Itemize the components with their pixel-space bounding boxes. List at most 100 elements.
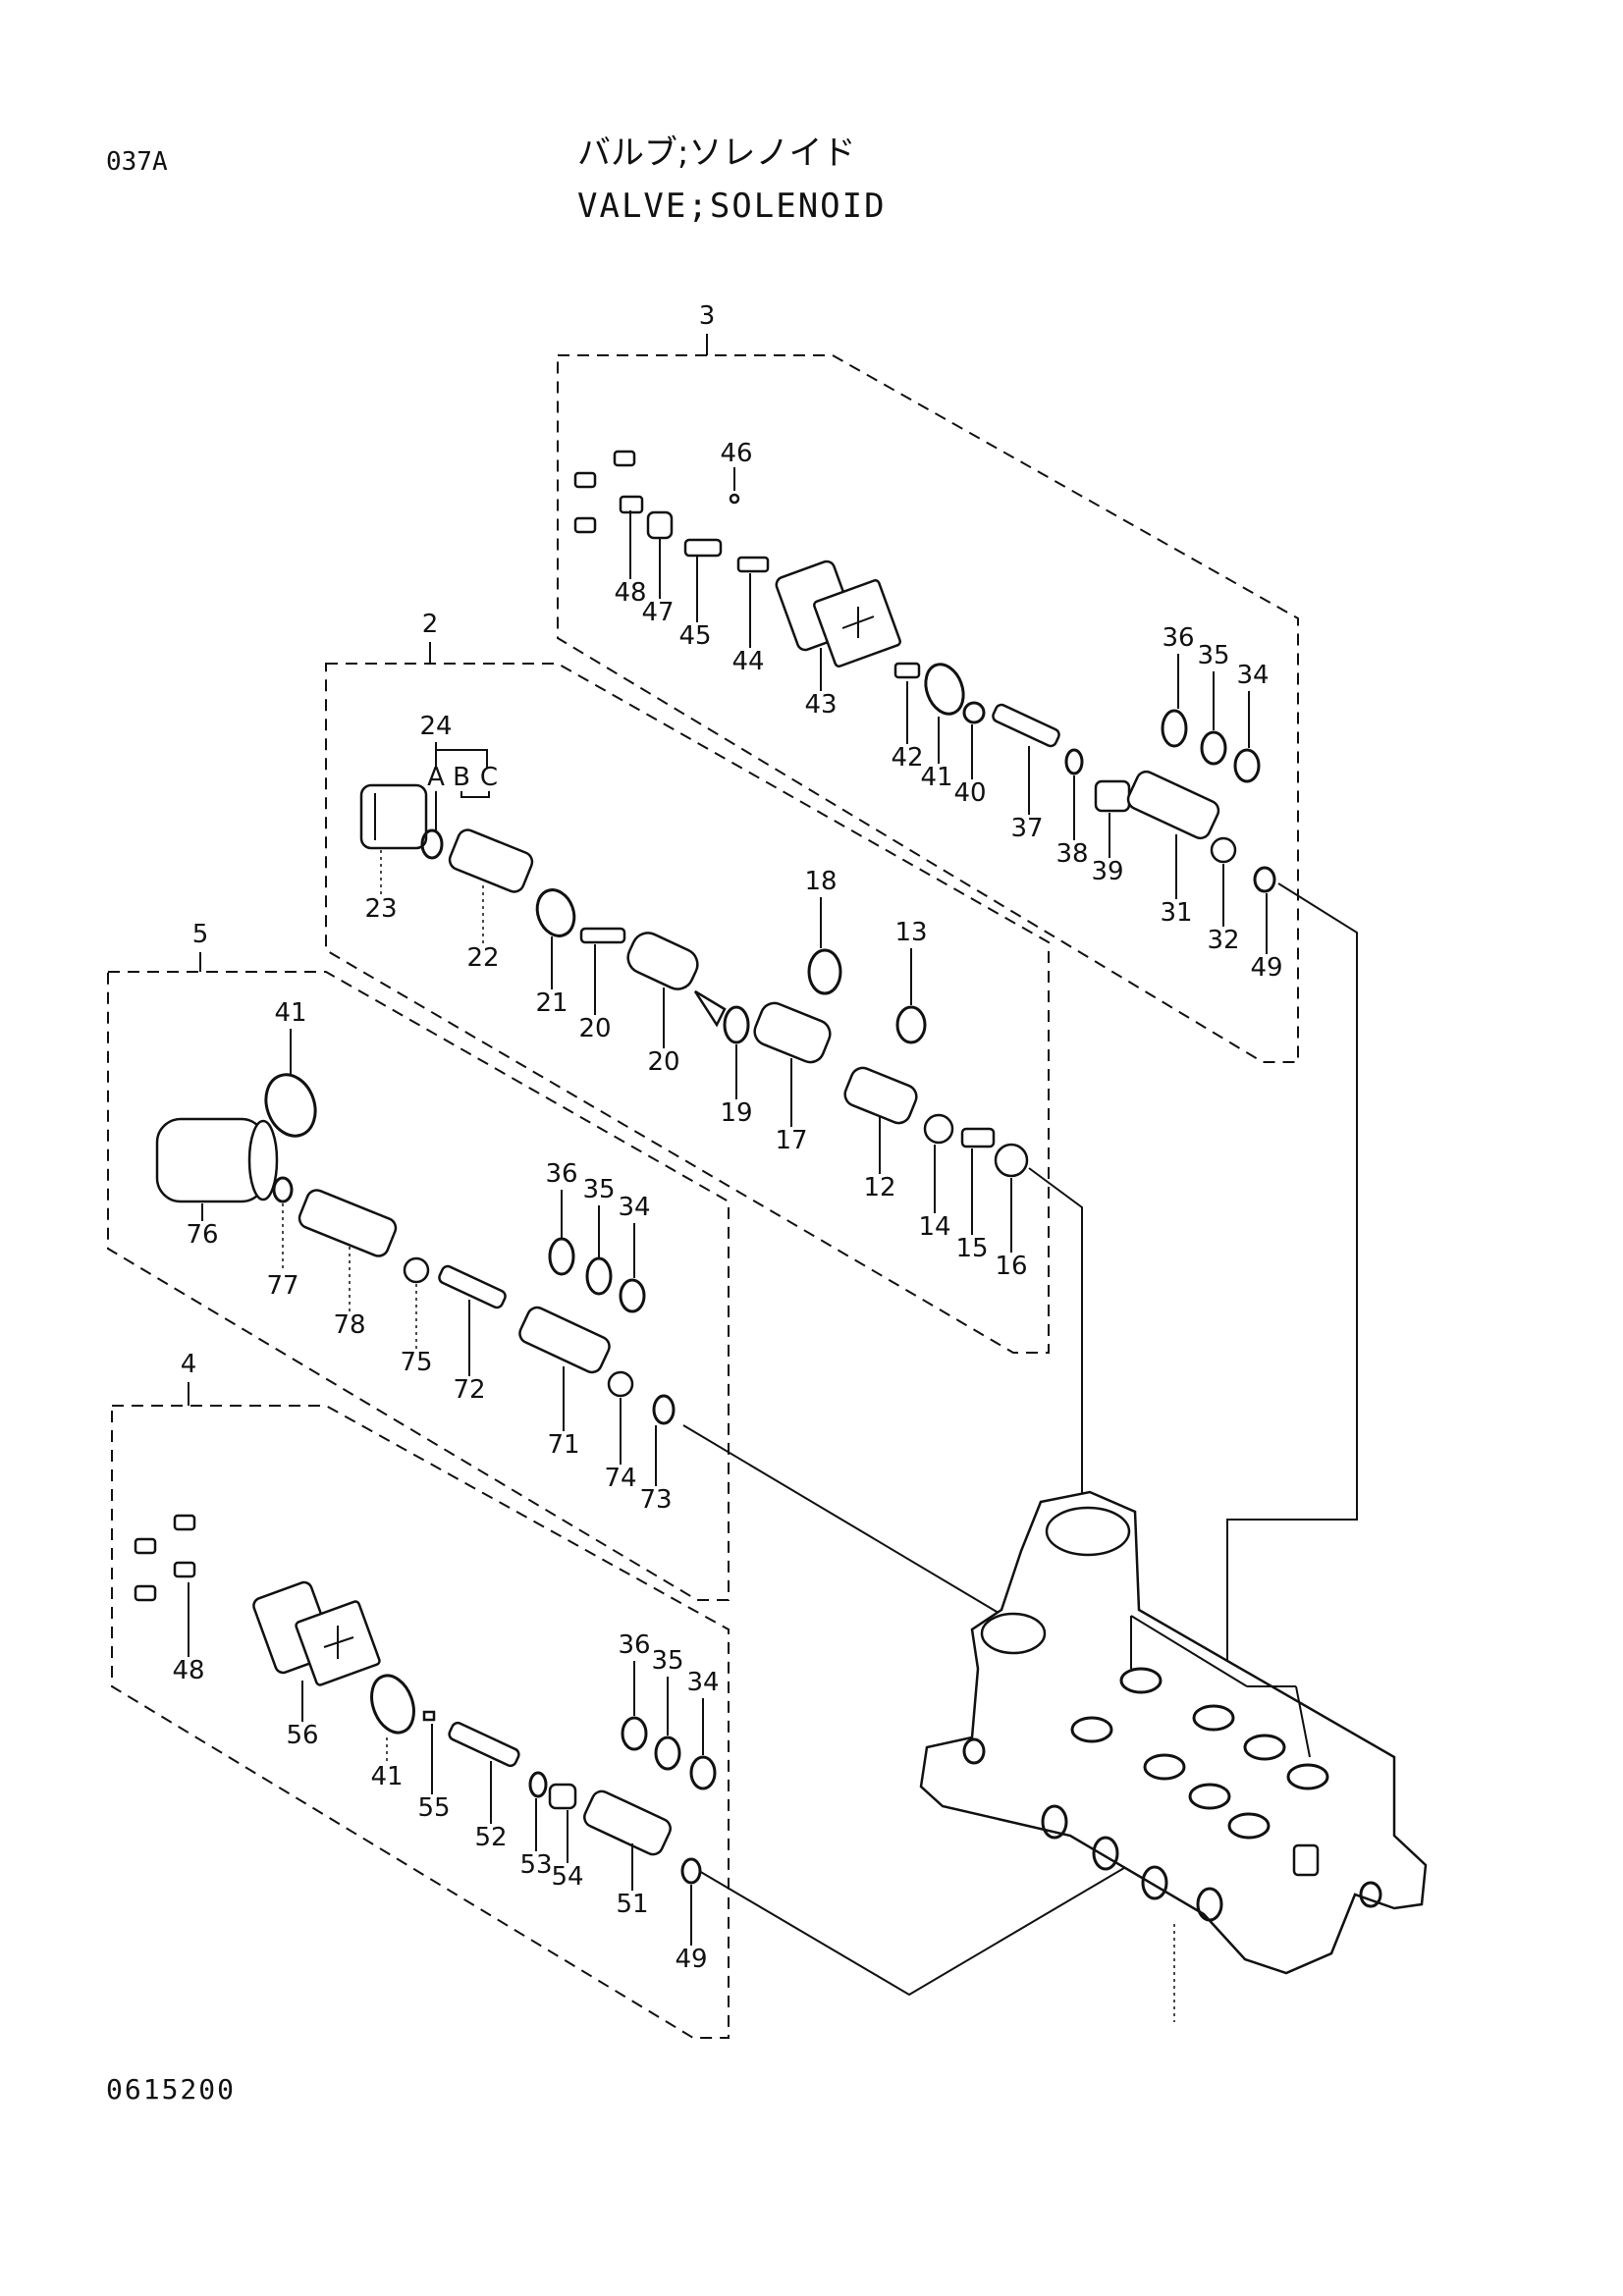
callout: 55 — [417, 1793, 450, 1823]
leader-fan — [1130, 1615, 1311, 1758]
callout: 31 — [1160, 898, 1192, 928]
ring-34-icon — [1233, 748, 1261, 783]
port-icon — [962, 1667, 1382, 1922]
callout: 72 — [453, 1375, 485, 1405]
group-4-boundary — [111, 1382, 730, 2039]
sleeve-17-icon — [753, 1001, 832, 1064]
ring-49-icon — [1253, 866, 1276, 893]
callout: 49 — [675, 1945, 707, 1974]
callout: 24 — [419, 712, 452, 741]
callout: B — [453, 763, 470, 792]
spool-72-icon — [438, 1264, 507, 1309]
callout: A — [427, 763, 445, 792]
callout: 12 — [863, 1173, 895, 1202]
callout: 13 — [894, 918, 927, 947]
callout: 46 — [720, 439, 752, 468]
group-4-parts — [134, 1514, 717, 1885]
washer-icon — [962, 701, 986, 724]
callout: 43 — [804, 690, 837, 720]
plug-icon — [893, 662, 921, 679]
ring-34-icon — [689, 1755, 717, 1790]
callout: 16 — [995, 1252, 1027, 1281]
callout: 36 — [1162, 623, 1194, 653]
pin-55-icon — [422, 1710, 436, 1722]
callout: 36 — [618, 1630, 650, 1660]
callout: 51 — [616, 1890, 648, 1919]
callout: 34 — [618, 1193, 650, 1222]
group-3-parts — [573, 450, 1276, 893]
drawing-number: 0615200 — [106, 2073, 237, 2106]
washer-77-icon — [272, 1176, 294, 1203]
group-label-2: 2 — [422, 610, 439, 639]
callout: 34 — [686, 1668, 719, 1697]
spool-37-icon — [992, 703, 1060, 748]
ring-35-icon — [585, 1256, 613, 1296]
bolt-icon — [573, 450, 644, 534]
spring-39-icon — [1094, 779, 1131, 813]
callout: 78 — [333, 1310, 365, 1340]
group-label-3: 3 — [699, 301, 716, 331]
callout: 18 — [804, 867, 837, 896]
callout: 41 — [920, 763, 952, 792]
callout: 14 — [918, 1212, 950, 1242]
ring-73-icon — [652, 1394, 676, 1425]
group-5-boundary — [107, 952, 730, 1601]
ring-35-icon — [654, 1735, 681, 1771]
callout: 42 — [891, 743, 923, 773]
callout: 34 — [1236, 661, 1269, 690]
plug-75-icon — [403, 1256, 430, 1284]
spring-15-icon — [960, 1127, 996, 1148]
callout: 35 — [582, 1175, 615, 1204]
pin-icon — [683, 538, 723, 558]
plug-23-icon — [359, 783, 428, 850]
callout: 76 — [186, 1220, 218, 1250]
plug-32-icon — [1210, 836, 1237, 864]
page-code: 037A — [106, 147, 168, 177]
callout: 48 — [172, 1656, 204, 1685]
o-ring-13-icon — [895, 1005, 927, 1044]
sleeve-12-icon — [843, 1066, 918, 1125]
solenoid-76-icon — [155, 1117, 279, 1203]
callout: 77 — [266, 1271, 298, 1301]
ring-49-icon — [680, 1857, 702, 1885]
callout: 23 — [364, 894, 397, 924]
ring-53-icon — [528, 1771, 548, 1798]
sleeve-51-icon — [583, 1789, 672, 1856]
plug-14-icon — [923, 1113, 954, 1145]
callout: 32 — [1207, 926, 1239, 955]
callout: 40 — [953, 778, 986, 808]
callout: 71 — [547, 1430, 579, 1460]
callout: 49 — [1250, 953, 1282, 983]
o-ring-18-icon — [807, 948, 842, 995]
callout: 74 — [604, 1464, 636, 1493]
plug-74-icon — [607, 1370, 634, 1398]
callout: 44 — [731, 647, 764, 676]
sleeve-71-icon — [518, 1306, 611, 1374]
callout: 22 — [466, 943, 499, 973]
callout: 53 — [519, 1850, 552, 1880]
piston-20-icon — [626, 932, 727, 1028]
callout: 38 — [1055, 839, 1088, 869]
title-english: VALVE;SOLENOID — [577, 187, 887, 226]
ball-icon — [729, 493, 740, 505]
ring-36-icon — [548, 1237, 575, 1276]
o-ring-21-icon — [535, 888, 576, 937]
bolt-icon — [134, 1514, 196, 1602]
callout: 15 — [955, 1234, 988, 1263]
group-label-4: 4 — [181, 1350, 197, 1379]
callout: 41 — [274, 998, 306, 1028]
group-2-boundary — [325, 642, 1050, 1354]
callout: 37 — [1010, 814, 1043, 843]
group-5-parts — [155, 1073, 676, 1425]
solenoid-56-icon — [252, 1580, 381, 1686]
collar-icon — [646, 510, 674, 540]
callout: 47 — [641, 598, 674, 627]
callout: 48 — [614, 578, 646, 608]
callout: 41 — [370, 1762, 403, 1791]
callout: 35 — [1197, 641, 1229, 670]
ring-34-icon — [619, 1278, 646, 1313]
valve-body-icon — [919, 1490, 1428, 1975]
nut-16-icon — [994, 1143, 1029, 1178]
pin-20-icon — [579, 927, 626, 944]
o-ring-41-icon — [370, 1674, 415, 1735]
